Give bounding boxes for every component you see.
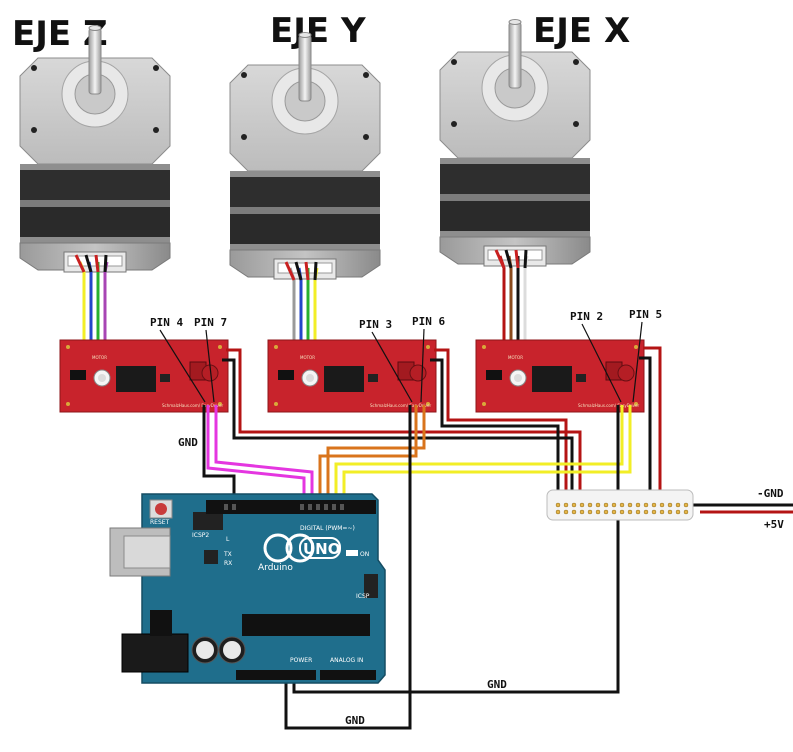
stepper-motor-z: [19, 25, 171, 273]
driver-x-footer: SchmalzHaus.com/ EasyDriver: [578, 403, 639, 408]
model-label: UNO: [303, 540, 341, 558]
easydriver-y: MOTOR SchmalzHaus.com/ EasyDriver: [267, 339, 437, 413]
motor-x-leads: [494, 249, 529, 352]
icsp2-header: [193, 512, 223, 530]
driver-x-pin-step: PIN 2: [570, 310, 603, 323]
signal-wires-orange: [318, 405, 426, 505]
brand-label: Arduino: [258, 563, 293, 573]
on-label: ON: [360, 551, 369, 558]
digital-header: [206, 500, 376, 514]
driver-z-motor-label: MOTOR: [92, 355, 107, 360]
easydriver-z: MOTOR SchmalzHaus.com/ EasyDriver: [59, 339, 229, 413]
power-label: POWER: [290, 657, 312, 664]
analog-header: [320, 670, 376, 680]
driver-y-pin-step: PIN 3: [359, 318, 392, 331]
arduino-logo-icon: [263, 533, 293, 563]
driver-z-pin-step: PIN 4: [150, 316, 183, 329]
driver-x-motor-label: MOTOR: [508, 355, 523, 360]
power-wires-red: [226, 346, 793, 514]
plus-5v-label: +5V: [764, 518, 784, 531]
motor-y-title: EJE Y: [270, 11, 366, 51]
power-jack: [121, 633, 189, 673]
reset-label: RESET: [150, 519, 170, 526]
motor-z-leads: [74, 254, 109, 352]
arduino-uno-board: RESET ICSP2 DIGITAL (PWM=~) UNO Arduino …: [109, 493, 386, 684]
motor-x-title: EJE X: [533, 11, 630, 51]
gnd-label-left: GND: [178, 436, 198, 449]
driver-y-footer: SchmalzHaus.com/ EasyDriver: [370, 403, 431, 408]
power-header: [236, 670, 316, 680]
atmega-chip: [242, 614, 370, 636]
gnd-wires-black: [222, 356, 793, 507]
icsp2-label: ICSP2: [192, 532, 209, 539]
digital-label: DIGITAL (PWM=~): [300, 525, 355, 532]
signal-wires-magenta: [206, 405, 314, 505]
breadboard-strip: [546, 489, 694, 521]
icsp-header: [364, 574, 378, 598]
pin-label-pointers: [159, 321, 643, 403]
led-l-label: L: [226, 536, 230, 543]
signal-wires-yellow: [334, 405, 632, 505]
analog-label: ANALOG IN: [330, 657, 363, 664]
icsp-label: ICSP: [356, 593, 370, 600]
gnd-label-bottom-right: GND: [487, 678, 507, 691]
stepper-motor-x: [439, 19, 591, 267]
motor-y-leads: [284, 261, 319, 352]
driver-y-pin-dir: PIN 6: [412, 315, 445, 328]
stepper-motor-y: [229, 32, 381, 280]
driver-y-motor-label: MOTOR: [300, 355, 315, 360]
driver-x-pin-dir: PIN 5: [629, 308, 662, 321]
easydriver-x: MOTOR SchmalzHaus.com/ EasyDriver: [475, 339, 645, 413]
tx-label: TX: [223, 551, 232, 558]
rx-label: RX: [224, 560, 232, 567]
minus-gnd-label: -GND: [757, 487, 784, 500]
driver-z-footer: SchmalzHaus.com/ EasyDriver: [162, 403, 223, 408]
gnd-label-bottom-left: GND: [345, 714, 365, 727]
driver-z-pin-dir: PIN 7: [194, 316, 227, 329]
